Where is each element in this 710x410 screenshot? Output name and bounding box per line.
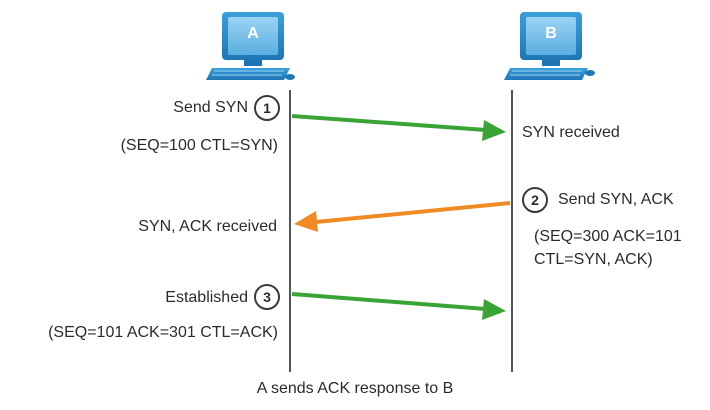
host-b-label: B [545,25,557,42]
step3-action-label: Established [165,289,248,306]
ack-arrow [291,292,506,320]
step1-number-badge: 1 [254,95,280,121]
host-b-computer-icon [504,12,595,80]
step1-received-label: SYN received [522,124,620,141]
diagram-caption: A sends ACK response to B [256,380,454,397]
step1-detail-label: (SEQ=100 CTL=SYN) [120,137,278,154]
step1-action-label: Send SYN [173,99,248,116]
syn-arrow [291,114,506,141]
step2-received-label: SYN, ACK received [138,218,277,235]
step2-number-badge: 2 [522,187,548,213]
step3-number-badge: 3 [254,284,280,310]
host-a-computer-icon [206,12,295,80]
step2-detail-line2: CTL=SYN, ACK) [534,251,653,268]
step2-action-label: Send SYN, ACK [558,191,674,208]
step3-detail-label: (SEQ=101 ACK=301 CTL=ACK) [48,324,278,341]
syn-ack-arrow [294,201,511,232]
step2-detail-line1: (SEQ=300 ACK=101 [534,228,682,245]
host-a-label: A [247,25,259,42]
